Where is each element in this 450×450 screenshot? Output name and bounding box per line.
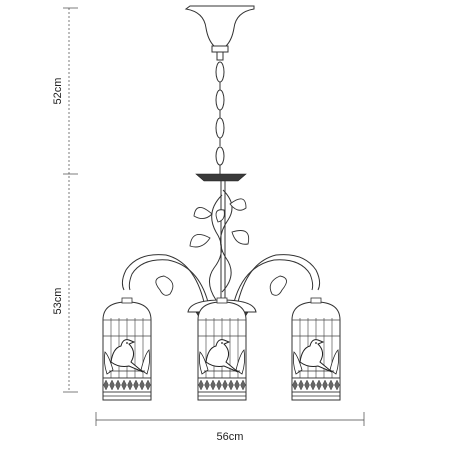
width-label: 56cm (217, 431, 244, 443)
leaf-5 (215, 209, 225, 223)
chain (215, 61, 225, 174)
leaf-2 (193, 207, 213, 219)
leaf-left-arm (155, 275, 174, 296)
dimension-lines (63, 7, 365, 426)
upper-height-label: 52cm (52, 78, 64, 105)
leaf-4 (189, 233, 211, 248)
leaf-3 (231, 230, 250, 245)
leaf-1 (229, 198, 247, 211)
ceiling-canopy (184, 5, 255, 61)
arms (121, 254, 321, 303)
bird-right (299, 339, 333, 373)
cage-left (102, 297, 152, 401)
cage-right (291, 297, 341, 401)
cage-center (197, 297, 247, 401)
lower-height-label: 53cm (52, 288, 64, 315)
body-top-cap (195, 173, 247, 305)
bird-center (205, 339, 239, 373)
vine-decoration (189, 189, 250, 301)
bird-left (110, 339, 144, 373)
birdcage-shades (102, 297, 341, 401)
leaf-right-arm (269, 275, 287, 296)
